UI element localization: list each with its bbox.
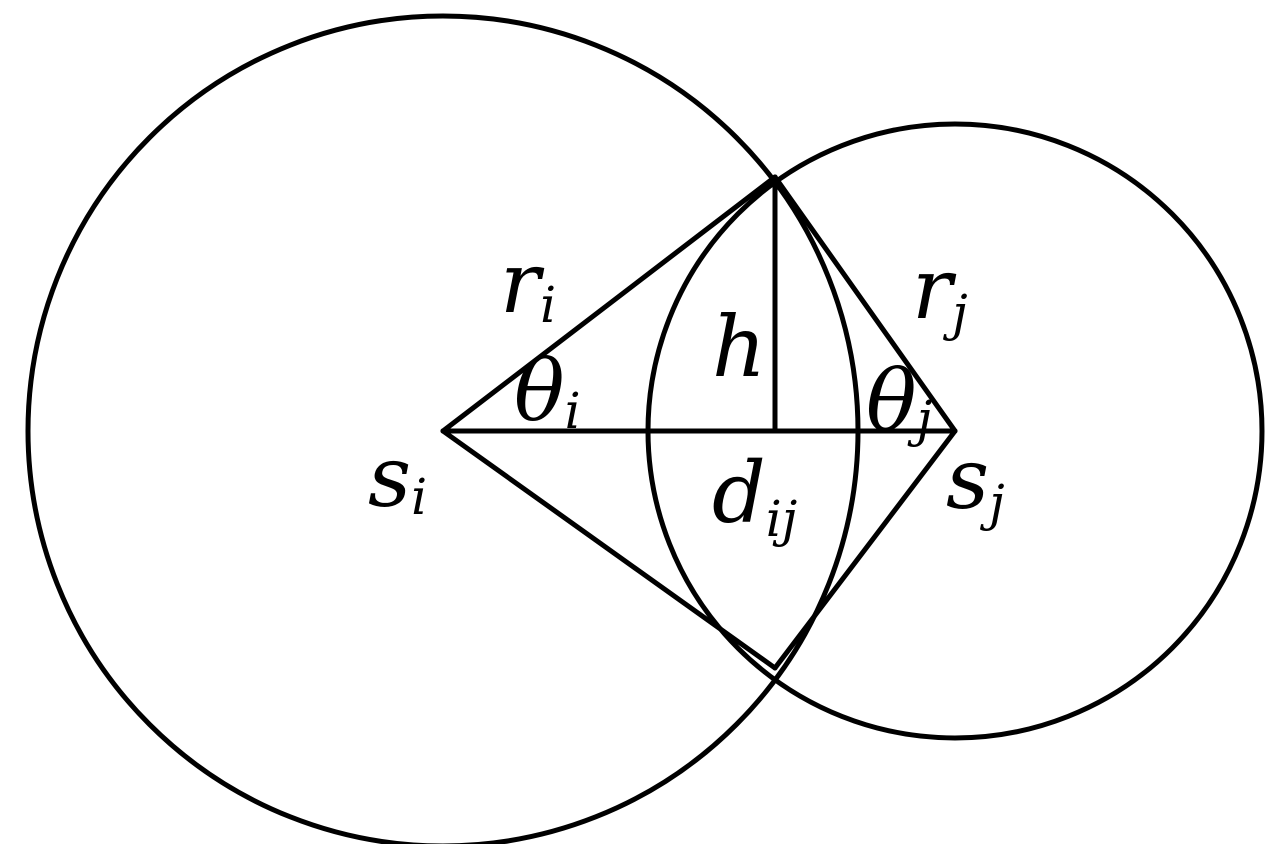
label-s-j: sj bbox=[946, 430, 1005, 532]
radius-rj-line bbox=[772, 174, 958, 434]
label-h: h bbox=[712, 298, 766, 396]
label-r-j: rj bbox=[912, 240, 968, 342]
lower-right-line bbox=[772, 428, 958, 671]
label-theta-i: θi bbox=[514, 342, 581, 440]
label-d-ij: dij bbox=[712, 444, 797, 548]
lower-left-line bbox=[440, 428, 778, 671]
label-r-i: ri bbox=[500, 234, 556, 334]
label-theta-j: θj bbox=[866, 352, 932, 450]
label-s-i: si bbox=[368, 428, 427, 526]
radius-ri-line bbox=[440, 174, 778, 434]
